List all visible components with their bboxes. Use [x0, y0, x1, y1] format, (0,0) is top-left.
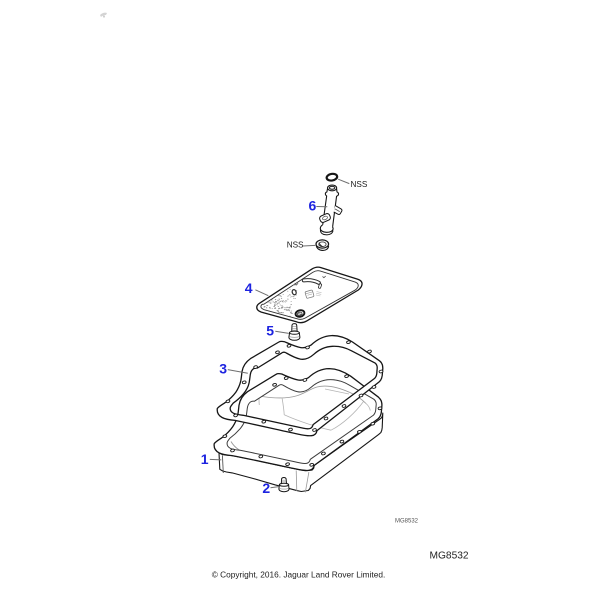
svg-text:6: 6 — [309, 198, 317, 214]
svg-text:5: 5 — [266, 323, 274, 339]
svg-text:4: 4 — [245, 280, 253, 296]
svg-text:1: 1 — [201, 451, 209, 467]
svg-text:MG8532: MG8532 — [430, 551, 469, 562]
svg-text:2: 2 — [262, 480, 270, 496]
svg-text:3: 3 — [219, 361, 227, 377]
svg-text:© Copyright, 2016. Jaguar Land: © Copyright, 2016. Jaguar Land Rover Lim… — [212, 570, 386, 580]
svg-text:NSS: NSS — [287, 240, 304, 249]
svg-text:MG8532: MG8532 — [395, 519, 419, 525]
svg-text:NSS: NSS — [351, 180, 368, 189]
